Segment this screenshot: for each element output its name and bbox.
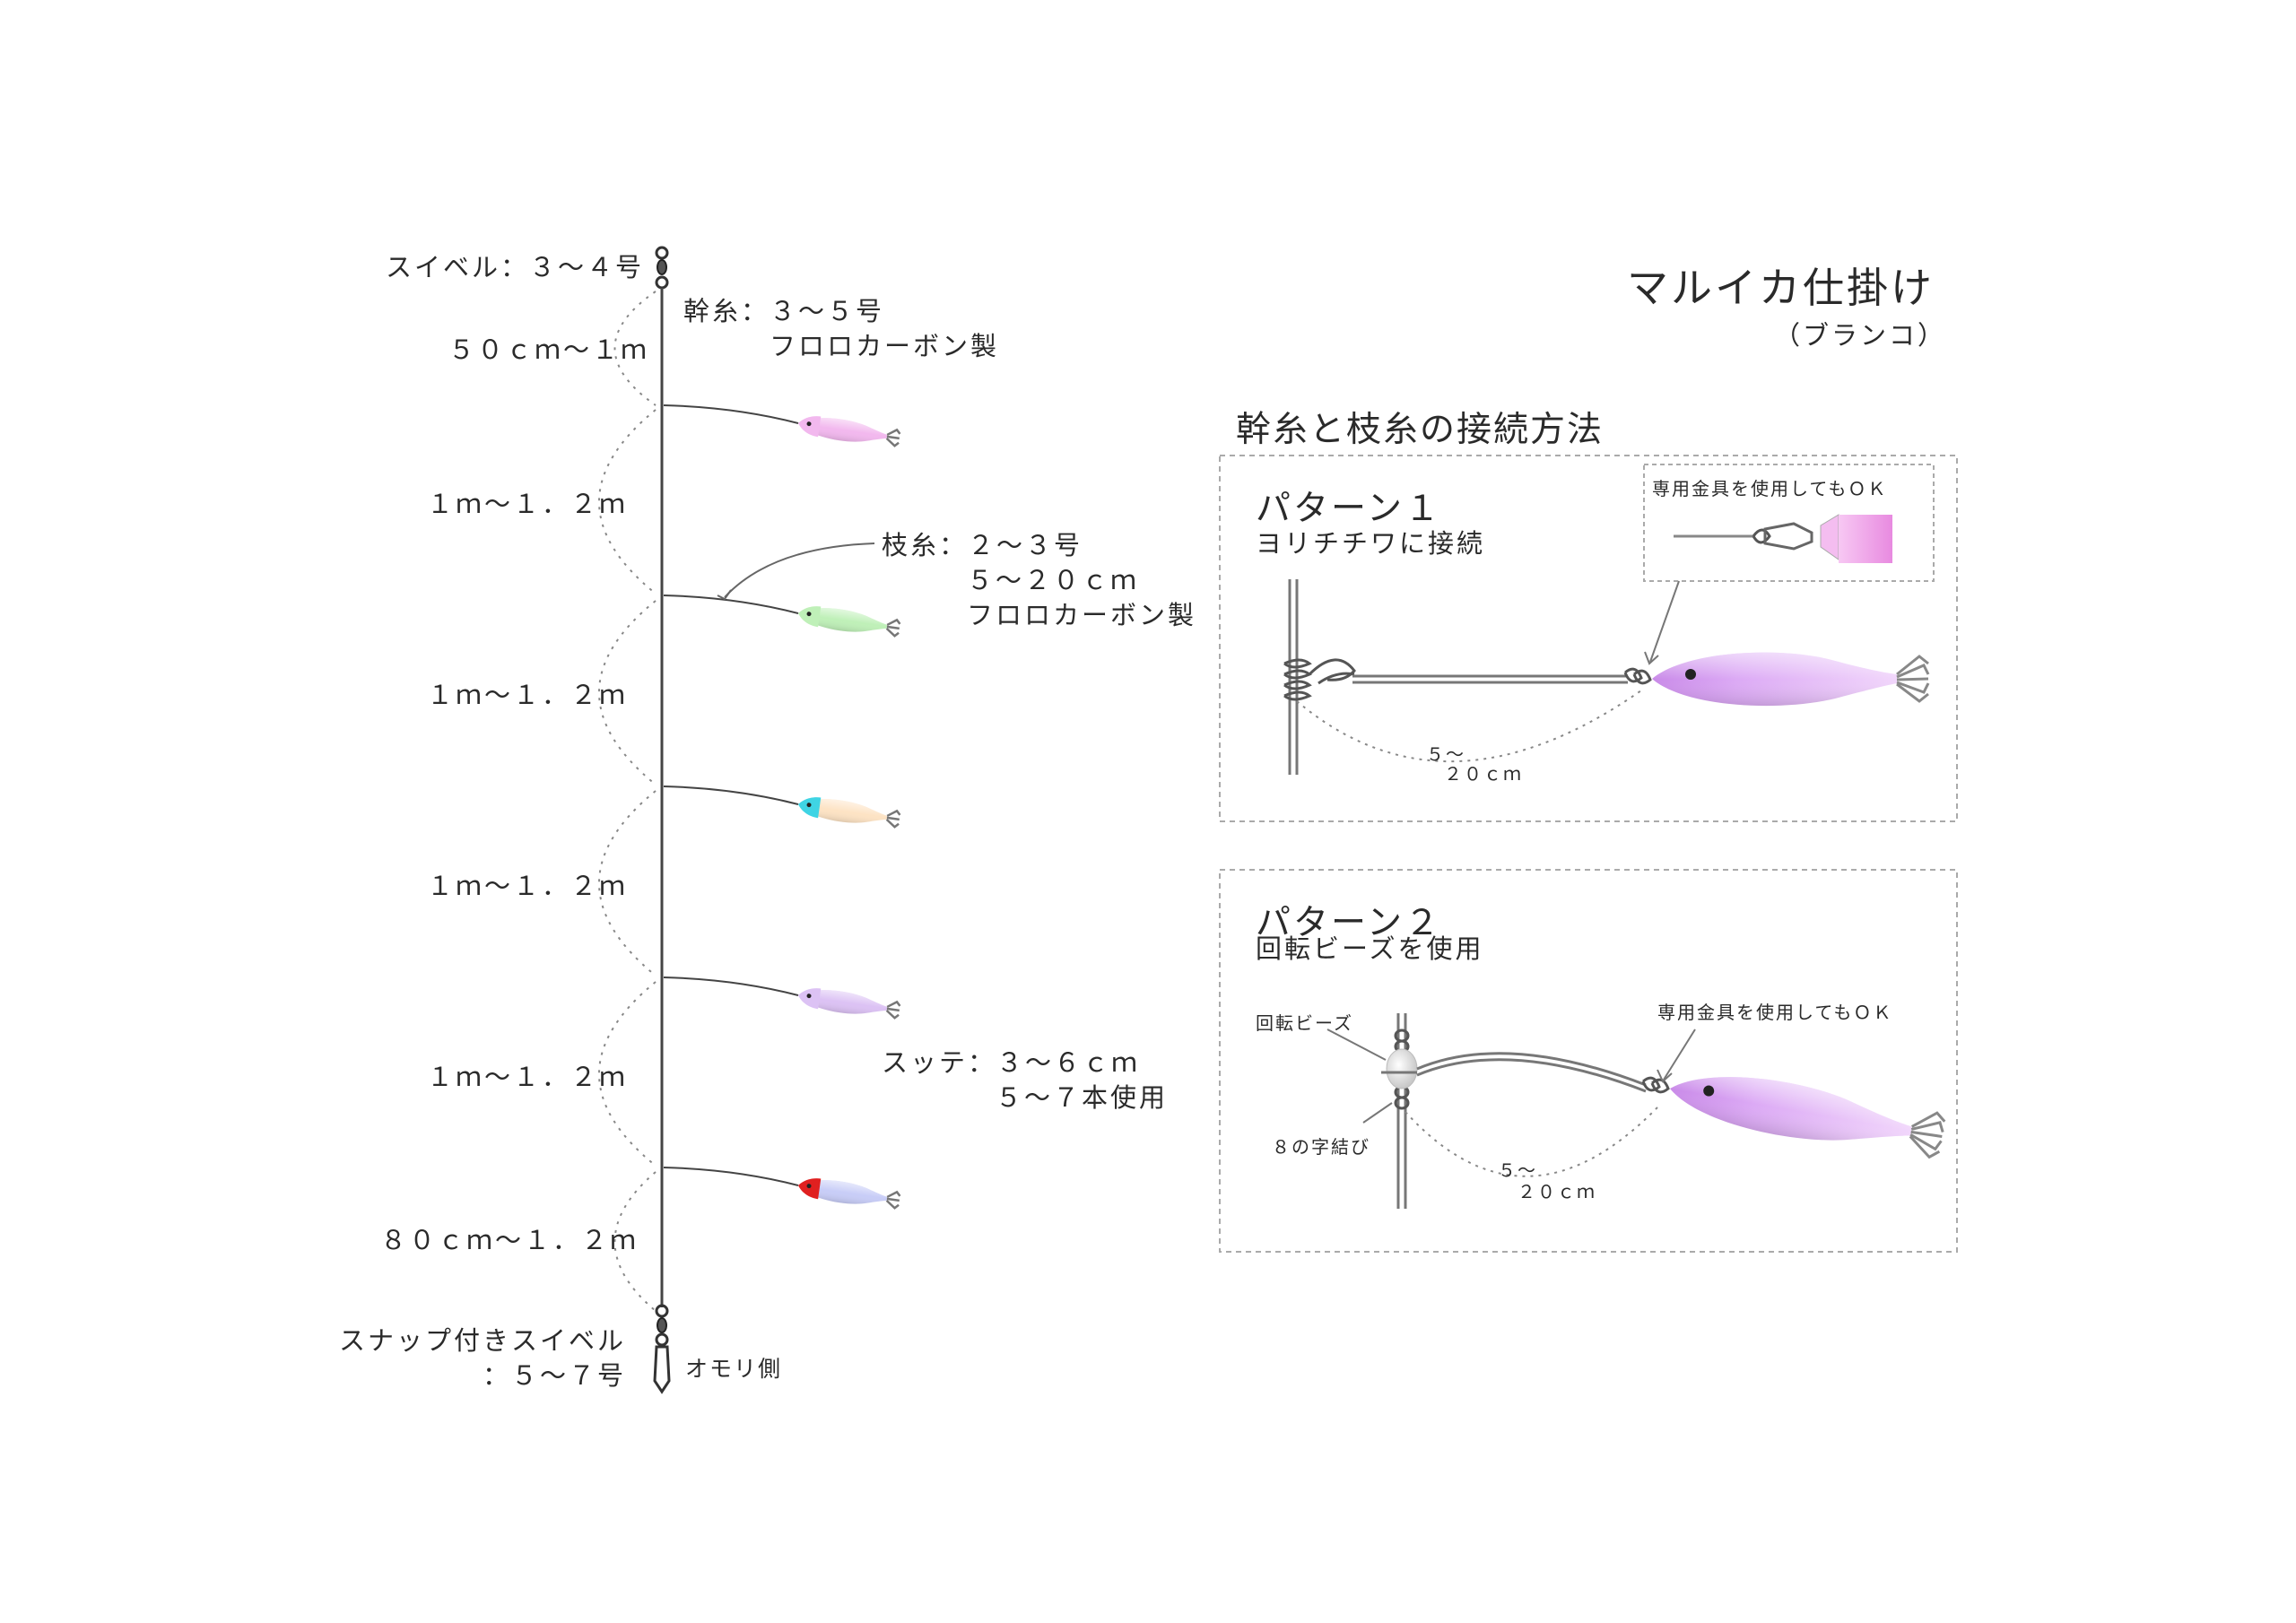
pattern1-distance-1: ５～ [1426,743,1465,765]
top-swivel-icon [655,246,669,290]
sutte-size-label: スッテ：３～６ｃｍ [882,1047,1140,1078]
pattern1-lure [1652,652,1930,707]
loop-knot-icon [1283,658,1356,701]
sutte-lure-icon [798,1178,901,1210]
snap-swivel-icon [653,1304,671,1394]
swivel-bead-icon [1386,1048,1418,1089]
branch-line [663,595,799,614]
pattern2-panel: パターン２ 回転ビーズを使用 [1219,869,1958,1253]
branch-length-label: ５～２０ｃｍ [967,565,1139,595]
sinker-side-label: オモリ側 [685,1356,782,1382]
sutte-lure-icon [798,988,901,1020]
pattern1-panel: パターン１ ヨリチチワに接続 専用金具を使用してもＯＫ [1219,455,1958,822]
bead-label: 回転ビーズ [1256,1012,1353,1034]
arrow-head-icon [717,589,732,601]
branch-line [663,1167,799,1186]
gap-label-2: １ｍ～１．２ｍ [427,680,628,710]
sutte-lure-icon [798,416,901,447]
pattern1-title: パターン１ [1256,489,1442,529]
pattern2-desc: 回転ビーズを使用 [1256,933,1484,964]
branch-lines [663,404,901,1210]
bottom-gap-label: ８０ｃｍ～１．２ｍ [380,1225,639,1255]
branch-line [663,785,799,805]
pattern2-distance-1: ５～ [1498,1159,1537,1181]
pattern2-distance-2: ２０ｃｍ [1518,1181,1596,1202]
pattern1-inset-label: 専用金具を使用してもＯＫ [1652,478,1887,499]
gap-label-3: １ｍ～１．２ｍ [427,871,628,901]
knot-pointer [1362,1102,1393,1124]
metal-label: 専用金具を使用してもＯＫ [1657,1002,1892,1023]
gap-label-4: １ｍ～１．２ｍ [427,1062,628,1092]
pattern1-inset [1643,464,1935,582]
gap-arcs [598,291,657,1312]
pattern2-title: パターン２ [1256,903,1442,943]
pointer-head-icon [1644,651,1659,665]
branch-line [663,404,799,424]
branch-arrow [724,542,875,598]
main-line-label: 幹糸：３～５号 [683,296,884,326]
main-line-material: フロロカーボン製 [770,331,999,361]
pattern1-desc: ヨリチチワに接続 [1256,528,1485,559]
pattern2-lure [1670,1077,1946,1159]
top-gap-label: ５０ｃｍ～１ｍ [448,334,649,365]
sutte-count-label: ５～７本使用 [996,1082,1168,1113]
inset-pointer [1649,580,1680,663]
sutte-lure-icon [798,797,901,829]
branch-line [663,976,799,996]
metal-pointer [1663,1028,1696,1081]
pattern1-distance-2: ２０ｃｍ [1444,763,1523,785]
top-swivel-label: スイベル：３～４号 [386,252,644,282]
gap-label-1: １ｍ～１．２ｍ [427,489,628,519]
page-title: マルイカ仕掛け [1627,264,1935,312]
knot-label: ８の字結び [1272,1136,1370,1158]
metal-fitting-icon [1674,514,1892,563]
knot-icon [1623,667,1652,685]
branch-material-label: フロロカーボン製 [967,600,1196,630]
pattern1-distance-arc [1296,690,1642,762]
snap-swivel-label: スナップ付きスイベル [339,1325,626,1356]
page-subtitle: （ブランコ） [1774,320,1946,351]
sutte-lure-icon [798,606,901,638]
bead-pointer [1326,1028,1387,1061]
connection-heading: 幹糸と枝糸の接続方法 [1236,410,1604,450]
snap-swivel-size-label: ：５～７号 [483,1360,626,1391]
branch-line-label: 枝糸：２～３号 [882,530,1083,560]
rig-section: スイベル：３～４号 ５０ｃｍ～１ｍ 幹糸：３～５号 フロロカーボン製 １ｍ～１．… [339,246,1196,1394]
pattern2-knot-icon [1641,1076,1670,1094]
